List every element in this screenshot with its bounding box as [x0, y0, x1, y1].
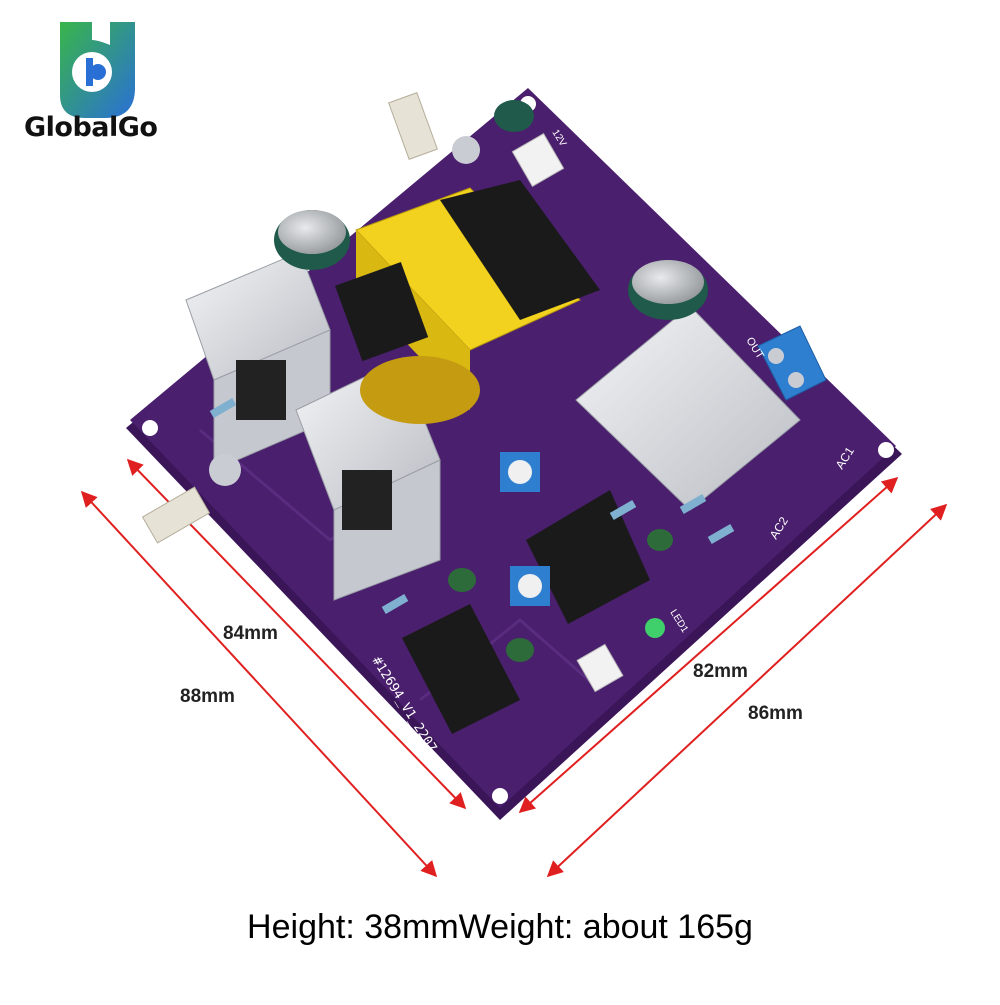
transformer: [335, 180, 600, 424]
heatsink-right: [575, 305, 801, 511]
dimension-inner-left: 84mm: [223, 623, 278, 644]
dimension-inner-right: 82mm: [693, 661, 748, 682]
heatsink-left: [185, 251, 331, 471]
dimension-arrow-icon: [546, 503, 948, 878]
dimension-outer-right: 86mm: [748, 703, 803, 724]
product-caption: Height: 38mmWeight: about 165g: [247, 908, 753, 946]
terminal-block: [757, 325, 827, 401]
brand-name: GlobalGo: [24, 112, 158, 143]
globalgo-logo-icon: [60, 22, 135, 118]
connectors: [141, 92, 624, 693]
dimension-arrow-icon: [80, 490, 438, 878]
potentiometers: [500, 452, 550, 606]
resistors: [209, 398, 735, 614]
led-indicator: [645, 618, 665, 638]
capacitors: [274, 100, 708, 662]
dimension-outer-left: 88mm: [180, 686, 235, 707]
ic-chips: [402, 490, 650, 734]
